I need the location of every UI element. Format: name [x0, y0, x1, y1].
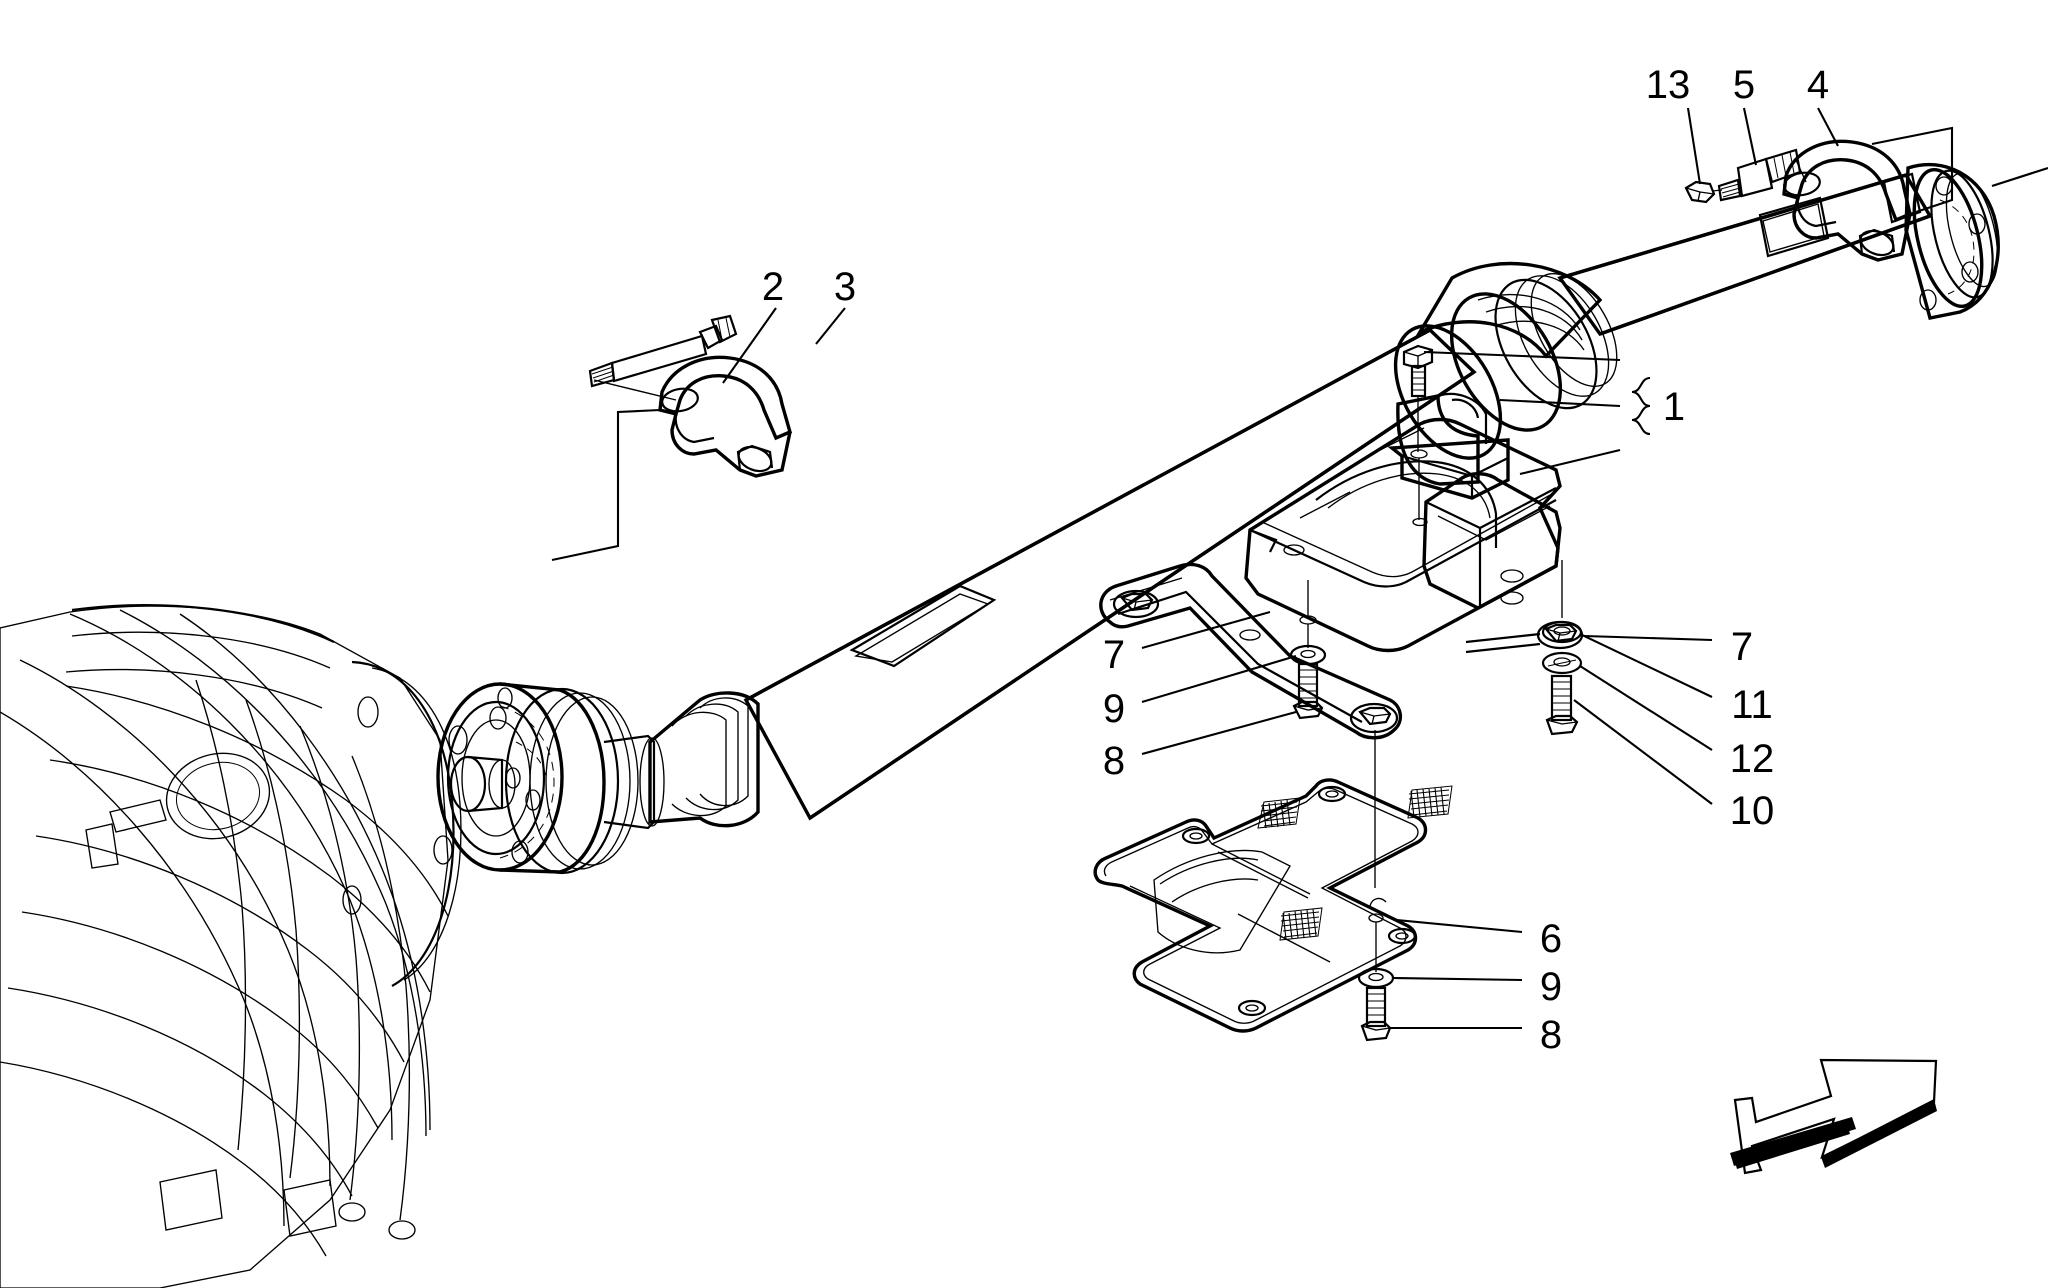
callout-8-bottom: 8: [1540, 1013, 1562, 1057]
callout-6: 6: [1540, 917, 1562, 961]
callout-5: 5: [1733, 63, 1755, 107]
callout-7-right: 7: [1731, 625, 1753, 669]
front-constant-velocity-joint: [436, 682, 665, 875]
centre-support-bearing: [1387, 261, 1618, 527]
callout-3: 3: [834, 265, 856, 309]
fastener-stack-bottom: [1357, 967, 1395, 1042]
callout-7-left: 7: [1103, 633, 1125, 677]
callout-11: 11: [1731, 683, 1773, 727]
fastener-stack-left: [1289, 580, 1327, 720]
callout-9-left: 9: [1103, 687, 1125, 731]
leader-lines: [551, 107, 1954, 1030]
callout-9-bottom: 9: [1540, 965, 1562, 1009]
fastener-stack-right: [1541, 560, 1583, 736]
callout-4: 4: [1807, 63, 1829, 107]
callout-13: 13: [1646, 63, 1691, 107]
front-clamp-and-bolt: [588, 314, 793, 478]
callout-10: 10: [1730, 789, 1775, 833]
callout-1: 1: [1663, 385, 1685, 429]
heat-shield-mesh-pads: [1257, 785, 1453, 941]
support-crossmember-plate: [1244, 417, 1562, 653]
front-propeller-shaft-tube: [648, 327, 1477, 828]
heat-shield-panel: [1093, 730, 1453, 1033]
rear-clamp-stud-nut: [1684, 139, 1912, 262]
transmission-housing: [0, 604, 468, 1288]
rear-propeller-shaft-tube: [1557, 172, 1933, 337]
callout-8-left: 8: [1103, 739, 1125, 783]
rear-output-flange: [1904, 162, 2048, 320]
callout-numbers: 13 5 4 2 3 1 7 9 8 7 11 12 10 6 9 8: [762, 63, 1829, 1057]
callout-2: 2: [762, 265, 784, 309]
callout-12: 12: [1730, 737, 1775, 781]
direction-of-travel-arrow: [1730, 1058, 1938, 1175]
